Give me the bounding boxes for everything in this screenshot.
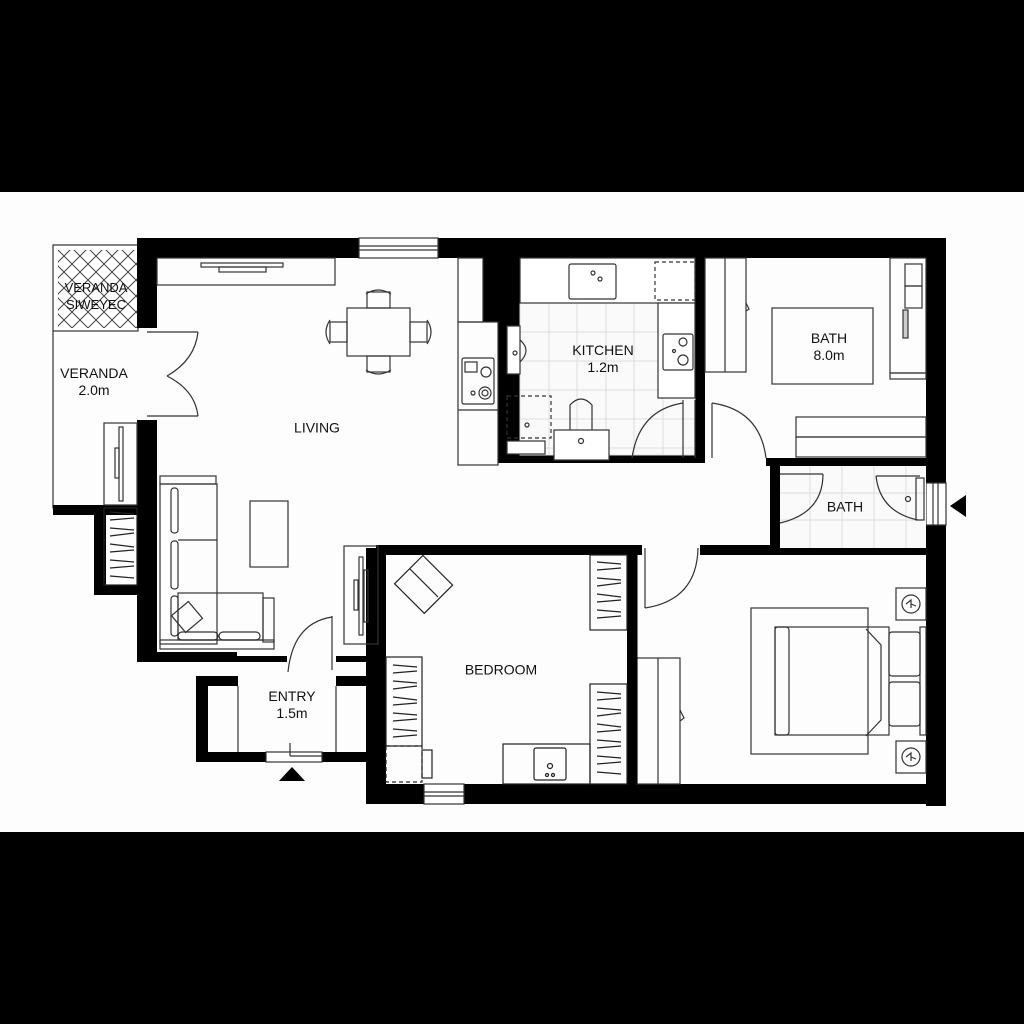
veranda-outline [52, 331, 103, 509]
window-bath-side [925, 482, 947, 526]
master-bedroom-furniture [636, 587, 927, 785]
room-label-kitchen: KITCHEN 1.2m [572, 342, 634, 375]
veranda-cabinet [103, 422, 138, 506]
entry-door-swing [287, 616, 333, 673]
room-label-bath-small: BATH [826, 498, 864, 515]
tv-console [156, 257, 336, 286]
room-label-bath-master: BATH 8.0m [810, 330, 848, 363]
bedroom-furniture [385, 554, 628, 785]
sofa [159, 475, 275, 650]
floor-plan-canvas: VERANDA SIWEYEC VERANDA 2.0m LIVING KITC… [0, 192, 1024, 832]
kitchen-fixtures [506, 257, 696, 461]
coffee-table [249, 500, 289, 568]
main-entry-arrow-icon [279, 767, 305, 781]
room-label-entry: ENTRY 1.5m [268, 688, 316, 721]
window-entry-door [265, 751, 323, 763]
room-label-bedroom: BEDROOM [464, 661, 538, 678]
small-bath-fixtures [779, 466, 926, 548]
window-bedroom-bottom [423, 783, 465, 805]
window-top-living [358, 237, 439, 259]
floor-plan-drawing [52, 237, 947, 806]
closet-small [103, 507, 138, 586]
veranda-hatch [52, 244, 139, 332]
room-label-veranda: VERANDA 2.0m [60, 365, 128, 398]
dining-table [325, 289, 432, 375]
walls [53, 238, 946, 806]
kitchen-counter-left [457, 257, 499, 466]
master-bedroom-door [644, 547, 699, 609]
room-label-veranda-top: VERANDA SIWEYEC [64, 280, 128, 312]
room-label-living: LIVING [294, 419, 340, 436]
side-entry-arrow-icon [950, 495, 966, 517]
living-cabinet [343, 545, 379, 645]
master-bath-fixtures [704, 257, 927, 459]
veranda-double-door [147, 331, 199, 417]
